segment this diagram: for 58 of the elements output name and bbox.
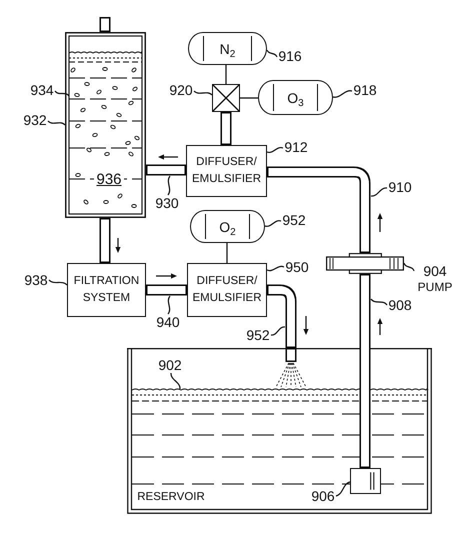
pipe	[267, 284, 296, 348]
reference-number: 938	[23, 272, 49, 288]
reference-number: 920	[168, 82, 194, 98]
process-box: DIFFUSER/ EMULSIFIER	[186, 145, 267, 197]
reference-number: 950	[284, 259, 310, 275]
reference-number: 906	[310, 488, 336, 504]
leader-line	[266, 147, 284, 153]
reference-number: 934	[29, 82, 55, 98]
reference-number: 918	[352, 82, 378, 98]
leader-line	[403, 262, 415, 272]
leader-line	[370, 298, 388, 306]
reference-number: 902	[157, 357, 183, 373]
pipe	[146, 284, 187, 296]
connector-line	[226, 243, 228, 263]
leader-line	[266, 266, 284, 272]
gas-cylinder: N$_{2}$	[188, 32, 267, 65]
pipe	[146, 164, 186, 176]
reference-number: 910	[387, 179, 413, 195]
gas-cylinder: O$_{2}$	[190, 210, 265, 243]
leader-line	[336, 481, 350, 497]
leader-line	[168, 296, 170, 314]
leader-line	[48, 120, 66, 126]
connector-line	[225, 65, 227, 84]
pump-symbol	[326, 253, 404, 274]
pipe	[220, 112, 232, 145]
tank	[65, 32, 146, 218]
valve-symbol	[212, 84, 240, 112]
reference-number: 912	[283, 139, 309, 155]
intake-block	[350, 468, 381, 494]
reference-number: 930	[154, 195, 180, 211]
leader-line	[371, 187, 387, 197]
reference-number: 936	[94, 172, 124, 189]
reference-number: 952	[245, 327, 271, 343]
reservoir-label: RESERVOIR	[136, 490, 206, 505]
leader-line	[48, 280, 68, 286]
leader-line	[54, 90, 70, 96]
leader-line	[264, 220, 282, 227]
leader-line	[266, 50, 278, 58]
reference-number: 908	[387, 297, 413, 313]
pipe	[267, 166, 370, 253]
pipe	[100, 17, 110, 32]
reservoir-tank	[127, 348, 432, 514]
callout-label: 904 PUMP	[414, 263, 456, 297]
gas-cylinder: O$_{3}$	[258, 80, 333, 115]
reference-number: 932	[22, 112, 48, 128]
reference-number: 916	[277, 48, 303, 64]
process-box: FILTRATION SYSTEM	[67, 263, 146, 317]
leader-line	[167, 176, 171, 196]
leader-line	[194, 90, 212, 96]
process-box: DIFFUSER/ EMULSIFIER	[187, 263, 267, 317]
reference-number: 952	[281, 212, 307, 228]
connector-line	[240, 97, 258, 99]
leader-line	[271, 326, 285, 336]
reference-number: 940	[155, 314, 181, 330]
leader-line	[170, 372, 181, 390]
leader-line	[332, 90, 352, 98]
pipe	[100, 218, 110, 263]
pipe	[360, 274, 370, 468]
